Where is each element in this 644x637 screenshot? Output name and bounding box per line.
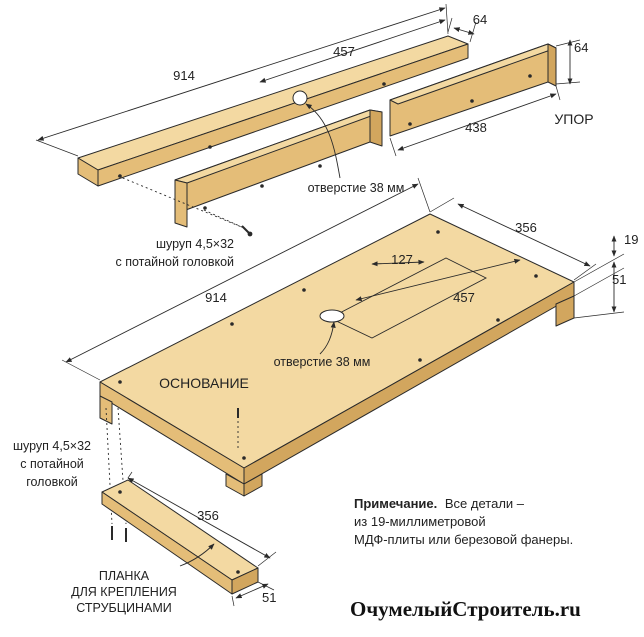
- note-line1: Примечание. Все детали –: [354, 496, 525, 511]
- slot-width-label: 127: [391, 252, 413, 267]
- hole-icon: [319, 309, 345, 323]
- screw-bottom-line3: головкой: [26, 475, 78, 489]
- screw-bottom-line1: шуруп 4,5×32: [13, 439, 91, 453]
- screw-icon: [241, 225, 253, 237]
- base-title: ОСНОВАНИЕ: [159, 375, 249, 391]
- fence-length-label: 914: [173, 68, 195, 83]
- fence-hole-label: отверстие 38 мм: [308, 181, 405, 195]
- base-leg-label: 51: [612, 272, 626, 287]
- base-depth-label: 356: [515, 220, 537, 235]
- fence-height-label: 64: [574, 40, 588, 55]
- screw-bottom-line2: с потайной: [20, 457, 84, 471]
- strip-title-line3: СТРУБЦИНАМИ: [76, 601, 171, 615]
- strip-title-line1: ПЛАНКА: [99, 569, 150, 583]
- hole-icon: [292, 90, 308, 106]
- strip-width-label: 51: [262, 590, 276, 605]
- screw-top-line1: шуруп 4,5×32: [156, 237, 234, 251]
- base-hole-label: отверстие 38 мм: [274, 355, 371, 369]
- fence-short-length-label: 438: [465, 120, 487, 135]
- screw-icon: [111, 526, 127, 542]
- site-watermark: ОчумелыйСтроитель.ru: [350, 597, 581, 621]
- fence-half-length-label: 457: [333, 44, 355, 59]
- note-line3: МДФ-плиты или березовой фанеры.: [354, 532, 573, 547]
- note-line2: из 19-миллиметровой: [354, 514, 486, 529]
- slot-length-label: 457: [453, 290, 475, 305]
- base-thickness-label: 19: [624, 232, 638, 247]
- fence-title: УПОР: [554, 111, 593, 127]
- base-length-label: 914: [205, 290, 227, 305]
- screw-top-line2: с потайной головкой: [115, 255, 234, 269]
- strip-title-line2: ДЛЯ КРЕПЛЕНИЯ: [71, 585, 177, 599]
- fence-width-label: 64: [473, 12, 487, 27]
- note-text1: Все детали –: [445, 496, 525, 511]
- strip-length-label: 356: [197, 508, 219, 523]
- note-title: Примечание.: [354, 496, 437, 511]
